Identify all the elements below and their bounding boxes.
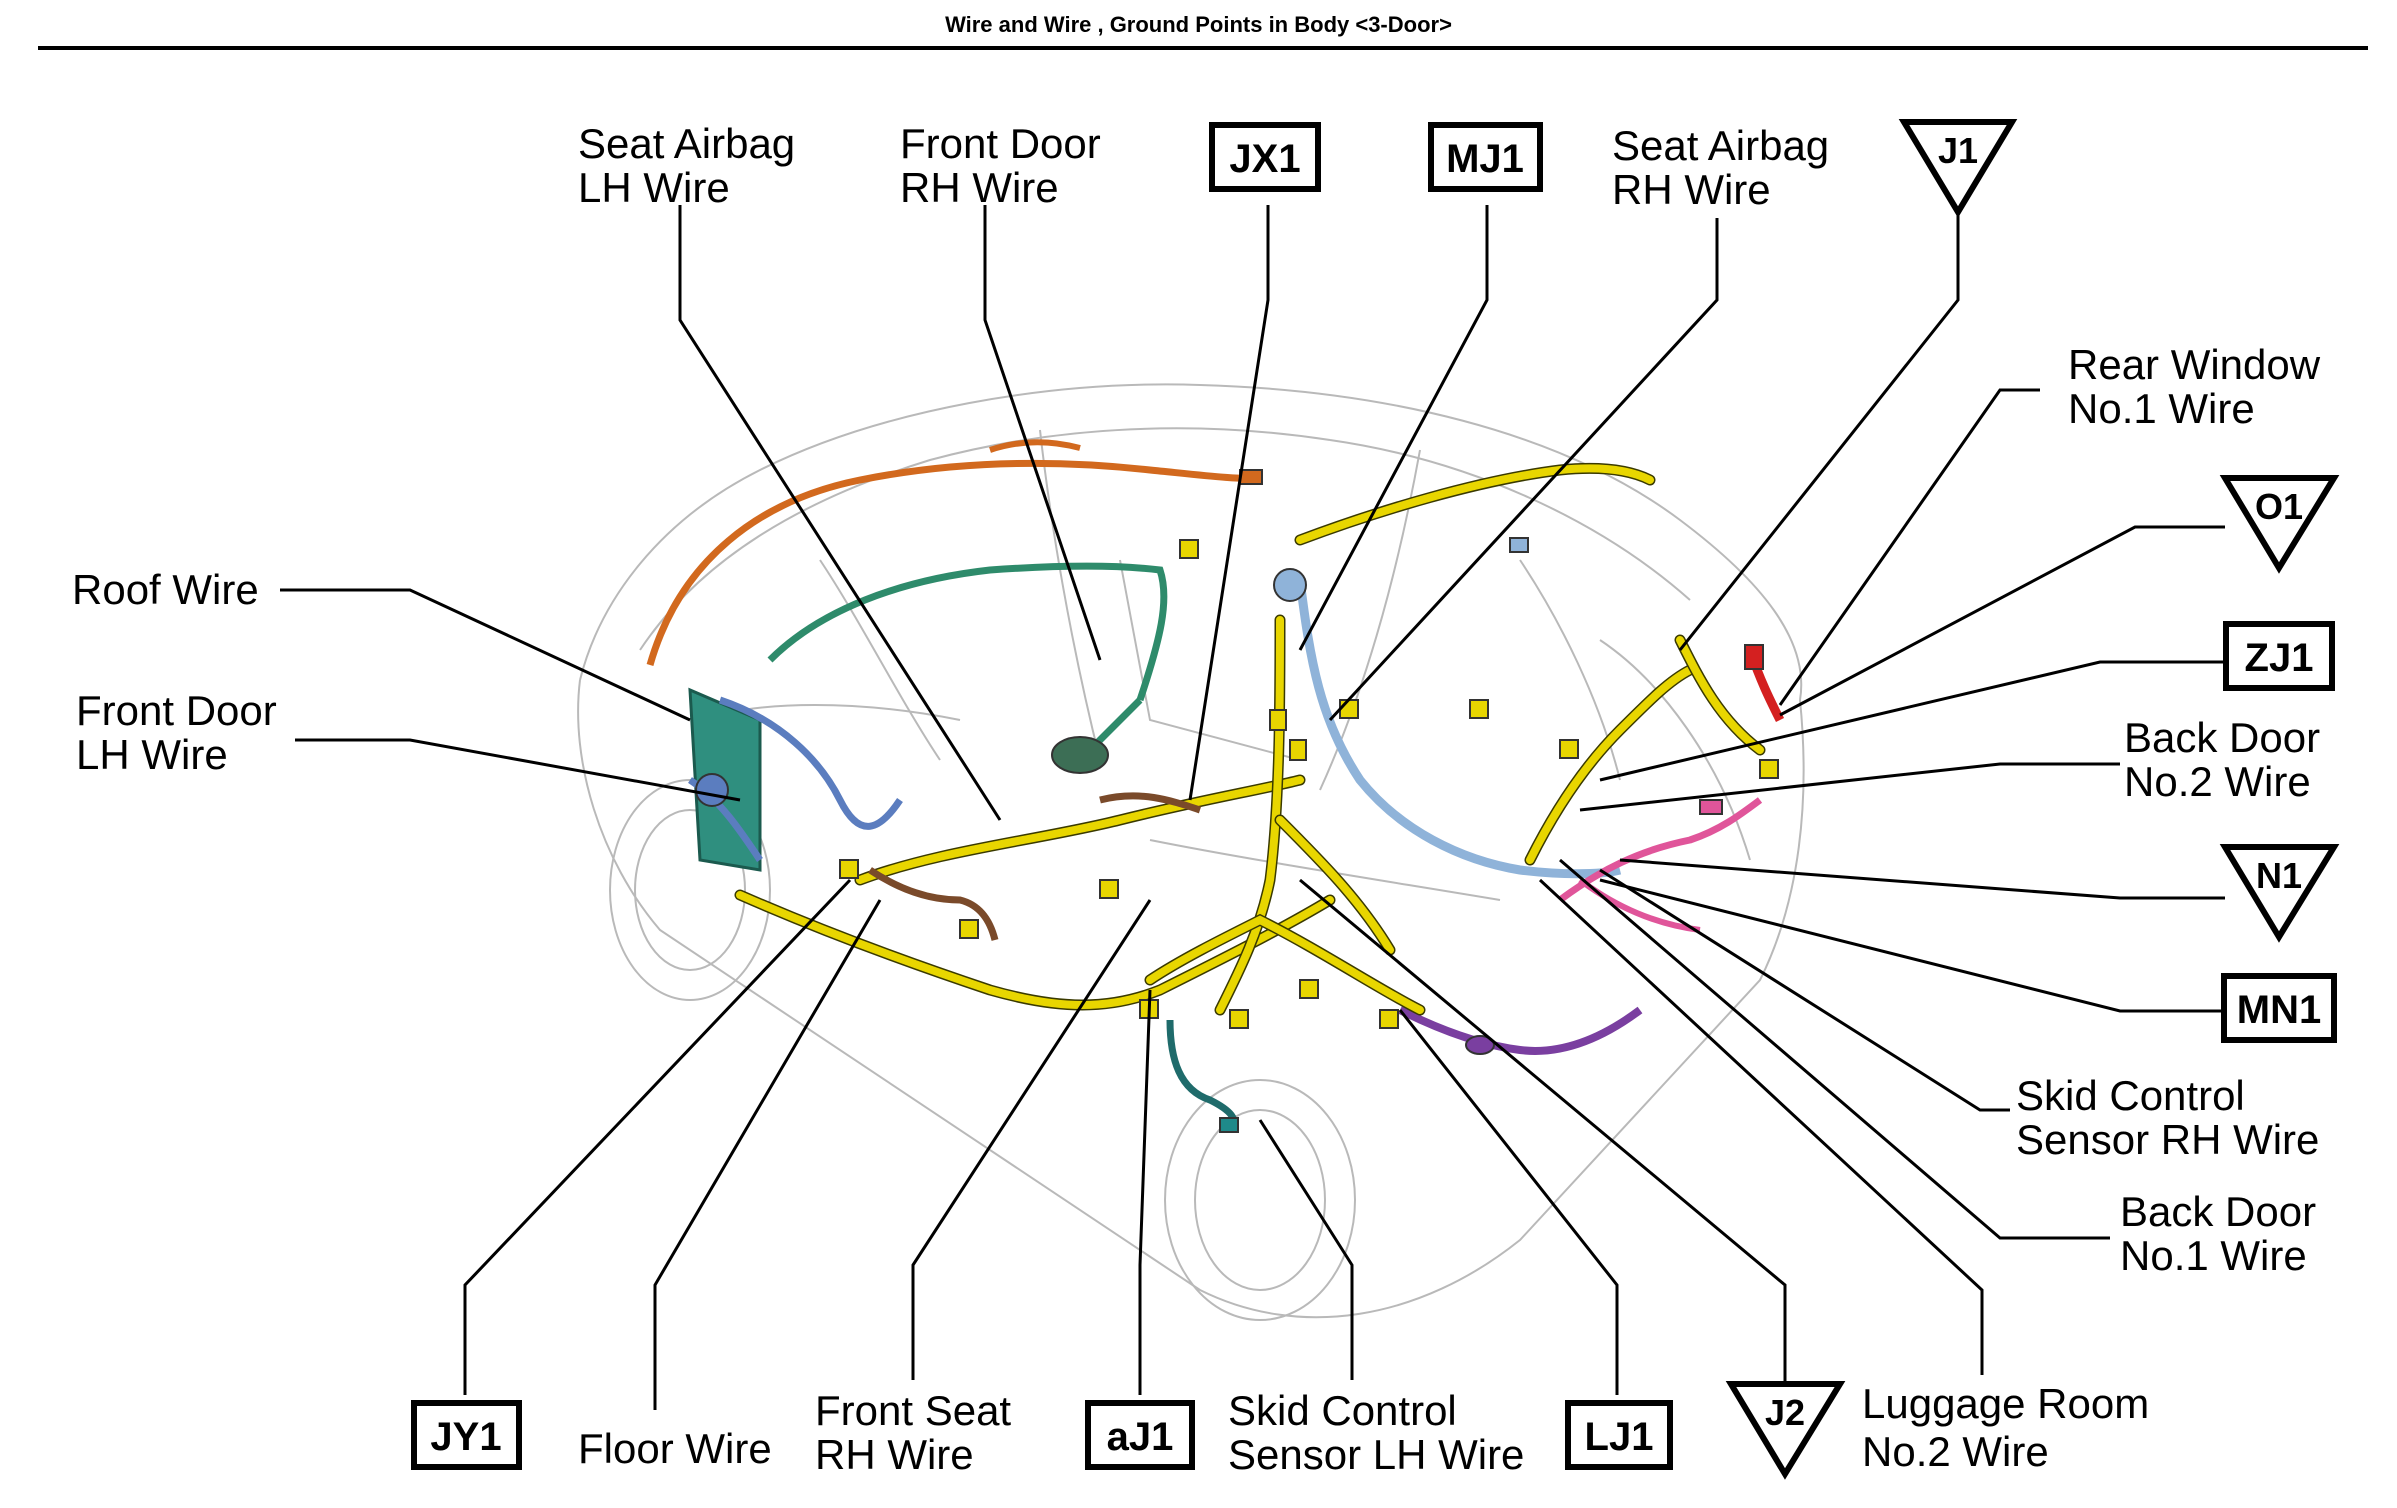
svg-text:JY1: JY1 bbox=[430, 1415, 501, 1459]
ground-point-j2: J2 bbox=[1725, 1381, 1846, 1480]
vehicle-body-outline bbox=[577, 383, 1805, 1321]
svg-text:JX1: JX1 bbox=[1229, 137, 1300, 181]
label-seat-airbag-lh: Seat Airbag LH Wire bbox=[578, 120, 807, 211]
svg-text:N1: N1 bbox=[2256, 855, 2302, 896]
label-floor-wire: Floor Wire bbox=[578, 1425, 772, 1472]
label-back-door-no1: Back Door No.1 Wire bbox=[2120, 1188, 2328, 1279]
ground-point-o1: O1 bbox=[2219, 475, 2340, 574]
back-door-wire-harness bbox=[1557, 797, 1763, 933]
junction-zj1: ZJ1 bbox=[2223, 621, 2335, 691]
svg-text:J2: J2 bbox=[1765, 1392, 1805, 1433]
label-seat-airbag-rh: Seat Airbag RH Wire bbox=[1612, 122, 1841, 213]
rear-window-wire-harness bbox=[1744, 644, 1785, 723]
page-title: Wire and Wire , Ground Points in Body <3… bbox=[945, 12, 1452, 37]
luggage-room-wire-harness bbox=[1398, 1006, 1643, 1055]
svg-text:MN1: MN1 bbox=[2237, 988, 2321, 1032]
label-rear-window-no1: Rear Window No.1 Wire bbox=[2068, 341, 2332, 432]
ground-point-j1: J1 bbox=[1898, 119, 2018, 218]
svg-text:O1: O1 bbox=[2255, 486, 2303, 527]
junction-mj1: MJ1 bbox=[1428, 122, 1543, 192]
label-front-seat-rh: Front Seat RH Wire bbox=[815, 1387, 1023, 1478]
leader-lines bbox=[280, 205, 2225, 1410]
label-roof-wire: Roof Wire bbox=[72, 566, 259, 613]
seat-airbag-wire-harness bbox=[1273, 537, 1622, 879]
svg-text:aJ1: aJ1 bbox=[1107, 1415, 1174, 1459]
label-front-door-rh: Front Door RH Wire bbox=[900, 120, 1112, 211]
svg-text:J1: J1 bbox=[1938, 130, 1978, 171]
title-underline bbox=[38, 46, 2368, 50]
junction-mn1: MN1 bbox=[2221, 973, 2337, 1043]
ground-point-n1: N1 bbox=[2219, 844, 2340, 943]
junction-jx1: JX1 bbox=[1209, 122, 1321, 192]
svg-text:ZJ1: ZJ1 bbox=[2245, 636, 2314, 680]
label-back-door-no2: Back Door No.2 Wire bbox=[2124, 714, 2332, 805]
skid-sensor-lh-wire-harness bbox=[1166, 1019, 1239, 1133]
roof-wire-harness bbox=[646, 439, 1263, 666]
front-door-rh-wire-harness bbox=[767, 562, 1168, 774]
front-seat-rh-wire-harness bbox=[868, 792, 1202, 941]
front-door-lh-wire-harness bbox=[688, 687, 903, 872]
svg-text:LJ1: LJ1 bbox=[1585, 1415, 1654, 1459]
label-skid-sensor-lh: Skid Control Sensor LH Wire bbox=[1228, 1387, 1524, 1478]
floor-wire-harness bbox=[734, 463, 1779, 1029]
svg-text:MJ1: MJ1 bbox=[1446, 137, 1524, 181]
label-front-door-lh: Front Door LH Wire bbox=[76, 687, 288, 778]
junction-aj1: aJ1 bbox=[1085, 1400, 1195, 1470]
label-skid-sensor-rh: Skid Control Sensor RH Wire bbox=[2016, 1072, 2319, 1163]
label-luggage-room-no2: Luggage Room No.2 Wire bbox=[1862, 1380, 2161, 1475]
junction-jy1: JY1 bbox=[411, 1400, 522, 1470]
junction-lj1: LJ1 bbox=[1565, 1400, 1673, 1470]
